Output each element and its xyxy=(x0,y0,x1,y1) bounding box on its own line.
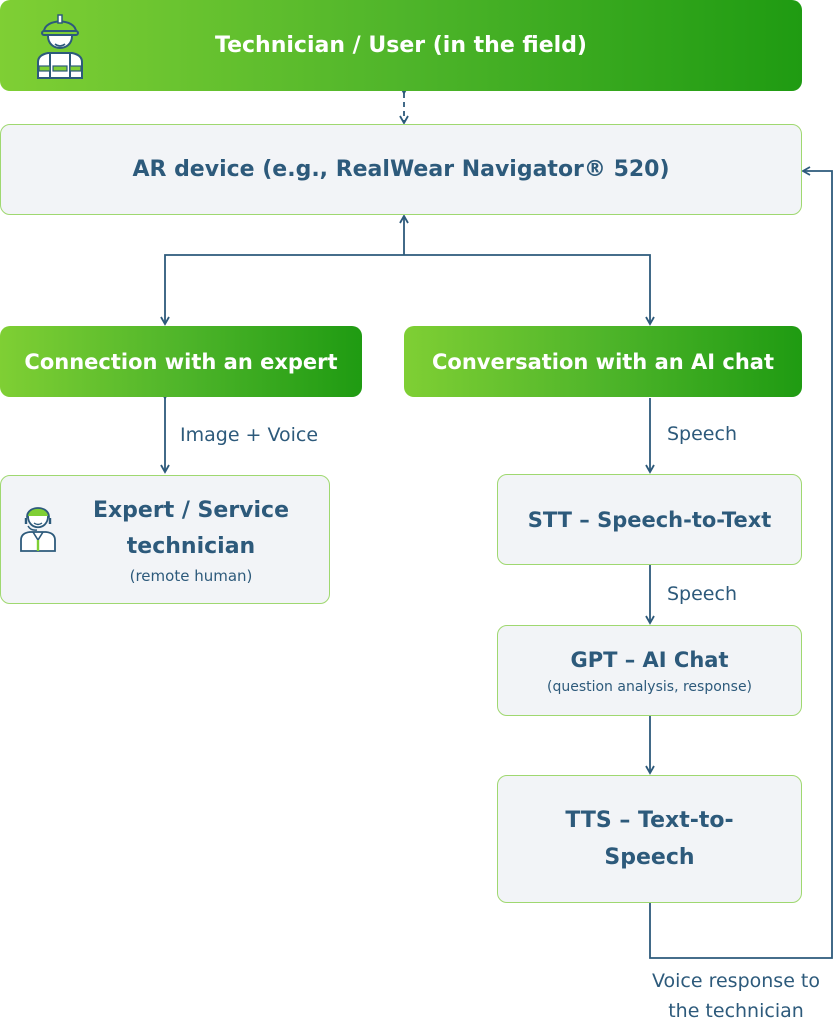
technician-icon xyxy=(37,14,83,79)
split-connector-right xyxy=(404,254,655,326)
gpt-node: GPT – AI Chat (question analysis, respon… xyxy=(497,625,802,716)
technician-node-title: Technician / User (in the field) xyxy=(215,33,587,58)
ar-device-node: AR device (e.g., RealWear Navigator® 520… xyxy=(0,124,802,215)
ai-conversation-node: Conversation with an AI chat xyxy=(404,326,802,397)
speech-label-2: Speech xyxy=(667,583,737,605)
stt-title: STT – Speech-to-Text xyxy=(527,507,772,532)
expert-title-line1: Expert / Service xyxy=(92,497,290,523)
voice-response-label: Voice response to the technician xyxy=(636,966,836,1026)
gpt-title: GPT – AI Chat xyxy=(570,647,729,672)
image-voice-label: Image + Voice xyxy=(180,424,319,446)
voice-response-line1: Voice response to xyxy=(651,970,820,992)
gpt-subtitle: (question analysis, response) xyxy=(546,678,753,695)
expert-connection-node: Connection with an expert xyxy=(0,326,362,397)
tts-title-line1: TTS – Text-to- xyxy=(565,808,734,833)
expert-subtitle: (remote human) xyxy=(129,566,253,585)
ai-conversation-title: Conversation with an AI chat xyxy=(432,349,774,374)
expert-icon xyxy=(20,507,56,552)
tts-title-line2: Speech xyxy=(604,845,695,870)
expert-node: Expert / Service technician (remote huma… xyxy=(0,475,330,604)
expert-connection-title: Connection with an expert xyxy=(24,349,338,374)
split-connector-left xyxy=(160,254,404,326)
technician-node: Technician / User (in the field) xyxy=(0,0,802,91)
ar-device-title: AR device (e.g., RealWear Navigator® 520… xyxy=(132,157,670,182)
tts-node: TTS – Text-to- Speech xyxy=(497,775,802,903)
tts-feedback-connector xyxy=(649,166,833,959)
stt-node: STT – Speech-to-Text xyxy=(497,474,802,565)
expert-title-line2: technician xyxy=(126,533,256,559)
voice-response-line2: the technician xyxy=(668,1000,804,1022)
speech-label-1: Speech xyxy=(667,423,737,445)
